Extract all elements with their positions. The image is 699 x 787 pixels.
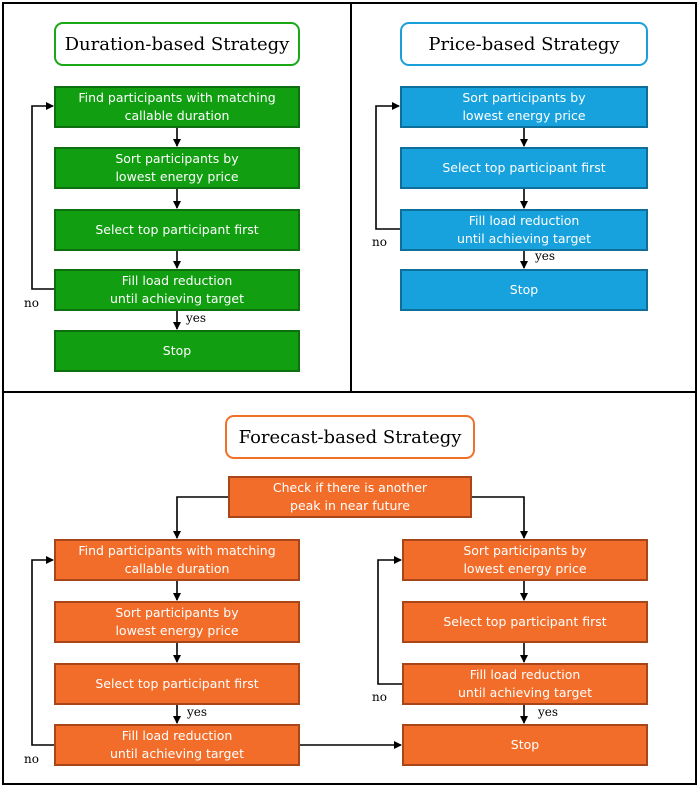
duration-step-find-participants: Find participants with matching callable… (54, 86, 300, 128)
forecast-left-fill-load: Fill load reduction until achieving targ… (54, 724, 300, 766)
duration-no-label: no (24, 296, 39, 310)
forecast-right-no-label: no (372, 690, 387, 704)
price-step-select-top: Select top participant first (400, 147, 648, 189)
forecast-right-fill-load: Fill load reduction until achieving targ… (402, 663, 648, 705)
duration-step-select-top: Select top participant first (54, 209, 300, 251)
duration-strategy-title: Duration-based Strategy (54, 22, 300, 66)
forecast-right-stop: Stop (402, 724, 648, 766)
forecast-check-peak: Check if there is another peak in near f… (228, 476, 472, 518)
price-strategy-title: Price-based Strategy (400, 22, 648, 66)
duration-step-sort-participants: Sort participants by lowest energy price (54, 147, 300, 189)
forecast-strategy-title: Forecast-based Strategy (225, 415, 475, 459)
price-no-label: no (372, 235, 387, 249)
forecast-left-yes-label: yes (187, 705, 208, 719)
duration-yes-label: yes (186, 311, 207, 325)
duration-step-stop: Stop (54, 330, 300, 372)
forecast-right-sort-participants: Sort participants by lowest energy price (402, 539, 648, 581)
forecast-left-sort-participants: Sort participants by lowest energy price (54, 601, 300, 643)
forecast-right-select-top: Select top participant first (402, 601, 648, 643)
forecast-right-yes-label: yes (538, 705, 559, 719)
forecast-left-find-participants: Find participants with matching callable… (54, 539, 300, 581)
price-yes-label: yes (535, 249, 556, 263)
forecast-left-no-label: no (24, 752, 39, 766)
price-step-stop: Stop (400, 269, 648, 311)
price-step-fill-load: Fill load reduction until achieving targ… (400, 209, 648, 251)
duration-step-fill-load: Fill load reduction until achieving targ… (54, 269, 300, 311)
price-step-sort-participants: Sort participants by lowest energy price (400, 86, 648, 128)
forecast-left-select-top: Select top participant first (54, 663, 300, 705)
